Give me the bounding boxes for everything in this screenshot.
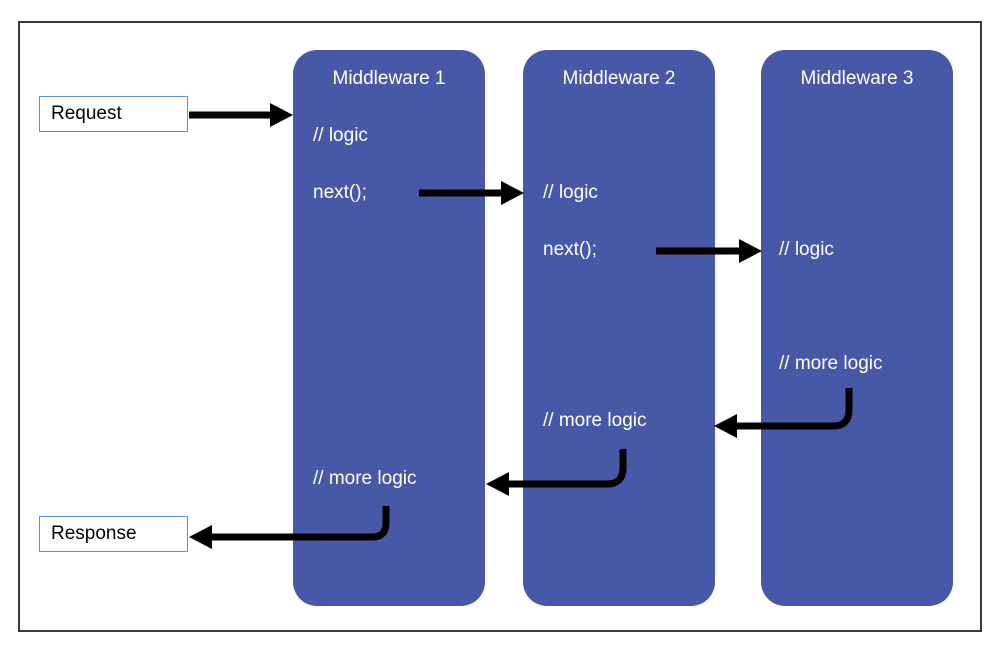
response-box: Response xyxy=(39,516,188,552)
middleware-1-logic: // logic xyxy=(313,125,368,146)
arrowhead-mw3-to-mw2 xyxy=(714,414,737,438)
arrowhead-mw2-to-mw1 xyxy=(486,472,509,496)
arrow-mw3-to-mw2 xyxy=(736,388,853,430)
middleware-2-title: Middleware 2 xyxy=(562,68,676,89)
middleware-3-more-logic: // more logic xyxy=(779,353,883,374)
middleware-2-block xyxy=(523,50,715,606)
arrowhead-mw1-to-response xyxy=(189,525,212,549)
arrow-mw1-to-response xyxy=(210,506,390,541)
arrowhead-mw1-to-mw2 xyxy=(501,181,524,205)
middleware-1-next: next(); xyxy=(313,182,367,203)
middleware-3-title: Middleware 3 xyxy=(800,68,914,89)
middleware-2-more-logic: // more logic xyxy=(543,410,647,431)
middleware-1-title: Middleware 1 xyxy=(332,68,446,89)
arrow-mw2-to-mw1 xyxy=(508,449,627,488)
middleware-1-more-logic: // more logic xyxy=(313,468,417,489)
middleware-2-next: next(); xyxy=(543,239,597,260)
middleware-3-logic: // logic xyxy=(779,239,834,260)
arrowhead-mw2-to-mw3 xyxy=(739,239,762,263)
middleware-3-block xyxy=(761,50,953,606)
middleware-2-logic: // logic xyxy=(543,182,598,203)
request-box: Request xyxy=(39,96,188,132)
arrowhead-request-to-mw1 xyxy=(270,103,293,127)
